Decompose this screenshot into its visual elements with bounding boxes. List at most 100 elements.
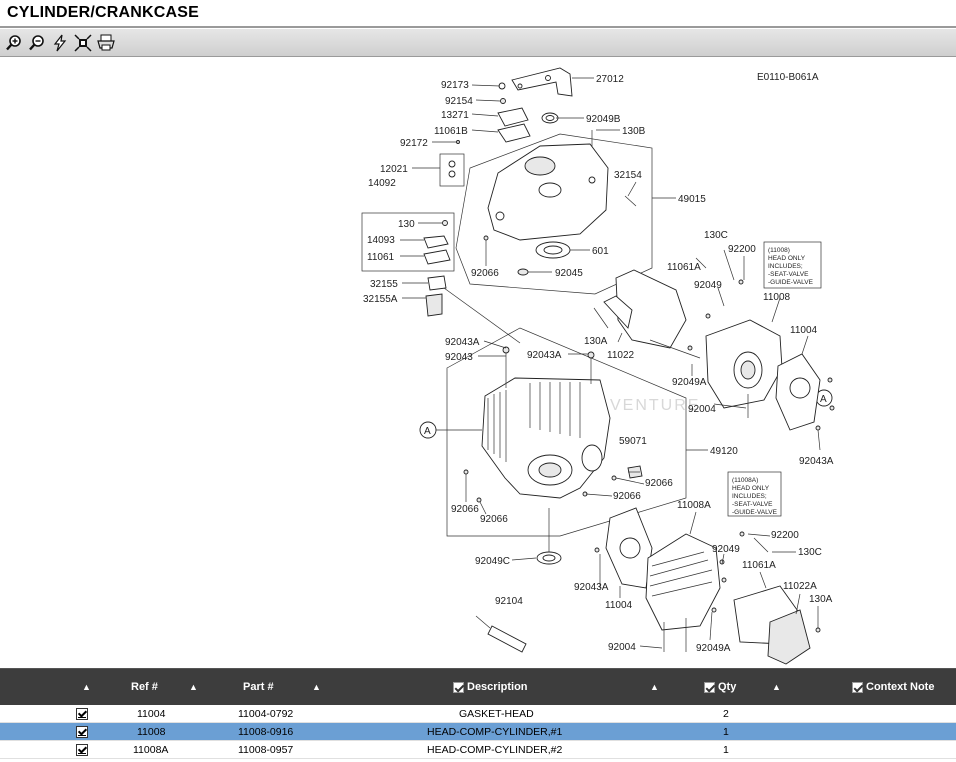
svg-text:92104: 92104 — [495, 596, 523, 607]
diagram-code: E0110-B061A — [757, 72, 819, 83]
crankcase-49120[interactable] — [481, 377, 611, 499]
zoom-out-button[interactable] — [27, 33, 47, 53]
svg-text:92200: 92200 — [771, 530, 799, 541]
page-title: CYLINDER/CRANKCASE — [7, 4, 200, 21]
plate-13271[interactable] — [497, 107, 529, 127]
svg-text:92043A: 92043A — [799, 456, 834, 467]
table-row-selected[interactable]: 11008 11008-0916 HEAD-COMP-CYLINDER,#1 1 — [0, 723, 956, 741]
col-ref[interactable]: Ref # — [131, 681, 158, 693]
svg-text:92043: 92043 — [445, 352, 473, 363]
parts-diagram[interactable]: E0110-B061A VENTURE — [0, 58, 956, 668]
part-labels: 92173 27012 92154 13271 92049B 11061B 13… — [363, 74, 834, 654]
sort-icon: ▲ — [189, 682, 198, 692]
bolt-130[interactable] — [442, 220, 448, 226]
svg-text:92154: 92154 — [445, 96, 473, 107]
toolbar — [0, 29, 956, 57]
checkbox-icon[interactable] — [704, 681, 715, 693]
svg-text:130A: 130A — [584, 336, 608, 347]
note-11008 — [763, 241, 822, 289]
svg-text:92066: 92066 — [645, 478, 673, 489]
sort-ref[interactable]: ▲ — [189, 669, 198, 705]
parts-table: ▲ Ref # ▲ Part # ▲ Description ▲ Qty ▲ C… — [0, 668, 956, 762]
gasket-11061[interactable] — [423, 249, 451, 265]
fit-button[interactable] — [73, 33, 93, 53]
sort-icon: ▲ — [772, 682, 781, 692]
svg-text:11061A: 11061A — [742, 560, 776, 571]
nut-92154[interactable] — [500, 98, 506, 104]
svg-text:14092: 14092 — [368, 178, 396, 189]
checkbox-icon[interactable] — [453, 681, 464, 693]
sort-icon: ▲ — [82, 682, 91, 692]
col-qty[interactable]: Qty — [704, 669, 736, 705]
svg-text:92049A: 92049A — [672, 377, 707, 388]
svg-text:92043A: 92043A — [445, 337, 480, 348]
svg-text:49015: 49015 — [678, 194, 706, 205]
sort-qty[interactable]: ▲ — [772, 669, 781, 705]
select-row-icon[interactable] — [76, 744, 88, 756]
head-fins — [649, 551, 713, 597]
svg-text:92049C: 92049C — [475, 556, 510, 567]
filter-32155[interactable] — [427, 275, 447, 291]
bolt-92043A-2[interactable] — [587, 351, 595, 359]
svg-text:11022A: 11022A — [783, 581, 817, 592]
svg-text:32155A: 32155A — [363, 294, 398, 305]
svg-text:-SEAT-VALVE: -SEAT-VALVE — [768, 271, 809, 278]
svg-text:92049A: 92049A — [696, 643, 731, 654]
title-bar: CYLINDER/CRANKCASE — [0, 0, 956, 28]
plate-14093[interactable] — [423, 235, 449, 249]
svg-text:92049B: 92049B — [586, 114, 621, 125]
svg-text:92043A: 92043A — [574, 582, 609, 593]
zoom-in-button[interactable] — [4, 33, 24, 53]
fit-icon — [74, 33, 92, 52]
svg-text:INCLUDES;: INCLUDES; — [768, 263, 803, 270]
zoom-out-icon — [29, 34, 44, 50]
cylinder-fins — [487, 382, 581, 462]
col-description[interactable]: Description — [453, 669, 528, 705]
dowel-92066[interactable] — [483, 235, 489, 241]
svg-text:11061B: 11061B — [434, 126, 468, 137]
table-row[interactable]: 11004 11004-0792 GASKET-HEAD 2 — [0, 705, 956, 723]
svg-text:130B: 130B — [622, 126, 646, 137]
col-part[interactable]: Part # — [243, 681, 274, 693]
checkbox-icon[interactable] — [852, 681, 863, 693]
svg-text:11061: 11061 — [367, 252, 395, 263]
sort-part[interactable]: ▲ — [312, 669, 321, 705]
svg-text:92172: 92172 — [400, 138, 428, 149]
svg-text:92043A: 92043A — [527, 350, 562, 361]
svg-text:11008A: 11008A — [677, 500, 711, 511]
head-comp-cylinder-11008A[interactable] — [645, 533, 721, 631]
sort-icon: ▲ — [312, 682, 321, 692]
select-row-icon[interactable] — [76, 726, 88, 738]
cover-11022A[interactable] — [767, 609, 811, 665]
table-row[interactable]: 11008A 11008-0957 HEAD-COMP-CYLINDER,#2 … — [0, 741, 956, 759]
svg-text:59071: 59071 — [619, 436, 647, 447]
sort-description[interactable]: ▲ — [650, 669, 659, 705]
seal-92045[interactable] — [517, 268, 529, 276]
print-button[interactable] — [96, 33, 116, 53]
svg-text:92049: 92049 — [694, 280, 722, 291]
svg-text:92045: 92045 — [555, 268, 583, 279]
svg-text:INCLUDES;: INCLUDES; — [732, 493, 767, 500]
svg-text:92066: 92066 — [480, 514, 508, 525]
svg-text:13271: 13271 — [441, 110, 469, 121]
svg-text:11004: 11004 — [605, 600, 633, 611]
cover-11022[interactable] — [615, 269, 687, 349]
svg-text:-GUIDE-VALVE: -GUIDE-VALVE — [768, 279, 814, 286]
svg-text:49120: 49120 — [710, 446, 738, 457]
col-context-note[interactable]: Context Note — [852, 669, 934, 705]
filter-32155A[interactable] — [425, 293, 443, 317]
svg-text:92049: 92049 — [712, 544, 740, 555]
print-icon — [97, 34, 115, 50]
svg-text:92066: 92066 — [451, 504, 479, 515]
svg-text:92200: 92200 — [728, 244, 756, 255]
pin-92172[interactable] — [456, 140, 460, 144]
gasket-11061B[interactable] — [497, 123, 531, 143]
svg-text:27012: 27012 — [596, 74, 624, 85]
pan-button[interactable] — [50, 33, 70, 53]
sealant-92104[interactable] — [487, 625, 527, 653]
sort-handle[interactable]: ▲ — [82, 669, 91, 705]
select-row-icon[interactable] — [76, 708, 88, 720]
svg-text:32154: 32154 — [614, 170, 642, 181]
bracket-27012[interactable] — [511, 67, 573, 97]
